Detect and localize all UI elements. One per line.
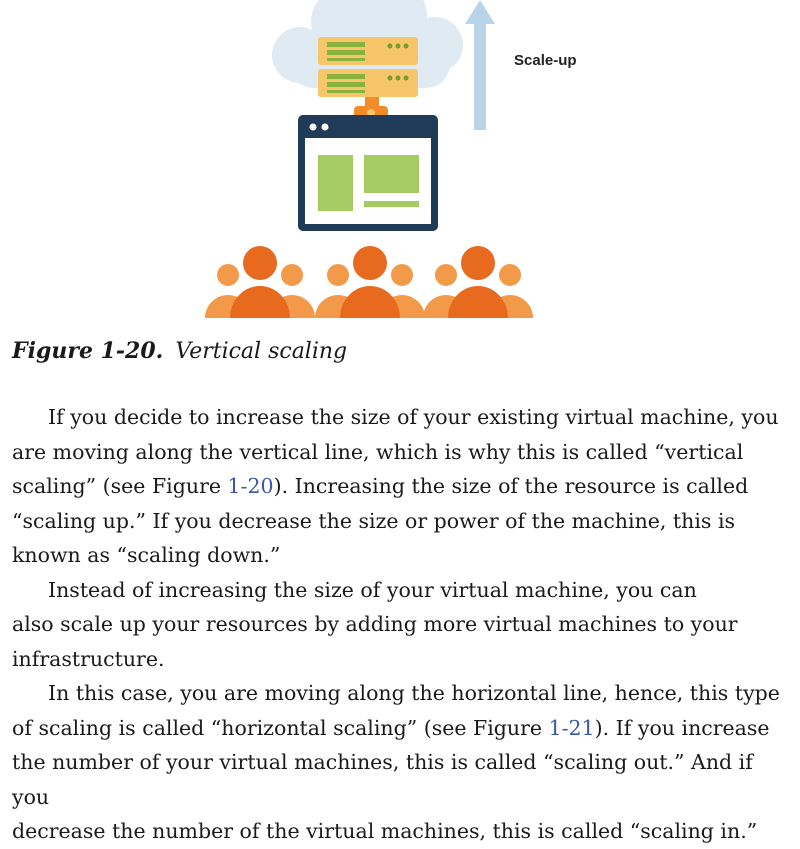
- text-line: also scale up your resources by adding m…: [12, 612, 738, 636]
- vertical-scaling-figure: Scale-up: [0, 0, 800, 330]
- text-line: decrease the number of the virtual machi…: [12, 819, 758, 843]
- paragraph: If you decide to increase the size of yo…: [12, 400, 782, 573]
- text-line: If you decide to increase the size of yo…: [48, 405, 779, 429]
- paragraph: Instead of increasing the size of your v…: [12, 573, 782, 677]
- text-segment: ). Increasing the size of the resource i…: [273, 474, 749, 498]
- figure-title: Vertical scaling: [175, 339, 348, 364]
- text-line: scaling” (see Figure 1-20). Increasing t…: [12, 474, 748, 498]
- monitor-icon: [298, 115, 438, 231]
- figure-caption: Figure 1-20. Vertical scaling: [12, 338, 347, 364]
- text-segment: of scaling is called “horizontal scaling…: [12, 715, 549, 740]
- people-group-icon: [205, 246, 533, 318]
- text-segment: ). If you increase: [594, 715, 770, 740]
- scale-up-label: Scale-up: [514, 52, 577, 69]
- figure-number: Figure 1-20.: [12, 338, 164, 364]
- body-text: If you decide to increase the size of yo…: [12, 400, 782, 849]
- text-line: of scaling is called “horizontal scaling…: [12, 716, 770, 740]
- text-line: known as “scaling down.”: [12, 543, 281, 567]
- figure-reference-link[interactable]: 1-20: [227, 474, 274, 498]
- text-line: “scaling up.” If you decrease the size o…: [12, 508, 736, 533]
- text-line: are moving along the vertical line, whic…: [12, 439, 744, 464]
- figure-reference-link[interactable]: 1-21: [548, 715, 595, 740]
- text-line: Instead of increasing the size of your v…: [48, 577, 697, 602]
- scale-up-arrow-icon: [465, 0, 495, 130]
- text-line: the number of your virtual machines, thi…: [12, 750, 753, 809]
- text-line: In this case, you are moving along the h…: [48, 681, 780, 705]
- figure-illustration: [205, 0, 533, 318]
- paragraph: In this case, you are moving along the h…: [12, 676, 782, 849]
- server-stack-icon: [318, 37, 418, 97]
- text-segment: scaling” (see Figure: [12, 474, 228, 498]
- text-line: infrastructure.: [12, 646, 165, 671]
